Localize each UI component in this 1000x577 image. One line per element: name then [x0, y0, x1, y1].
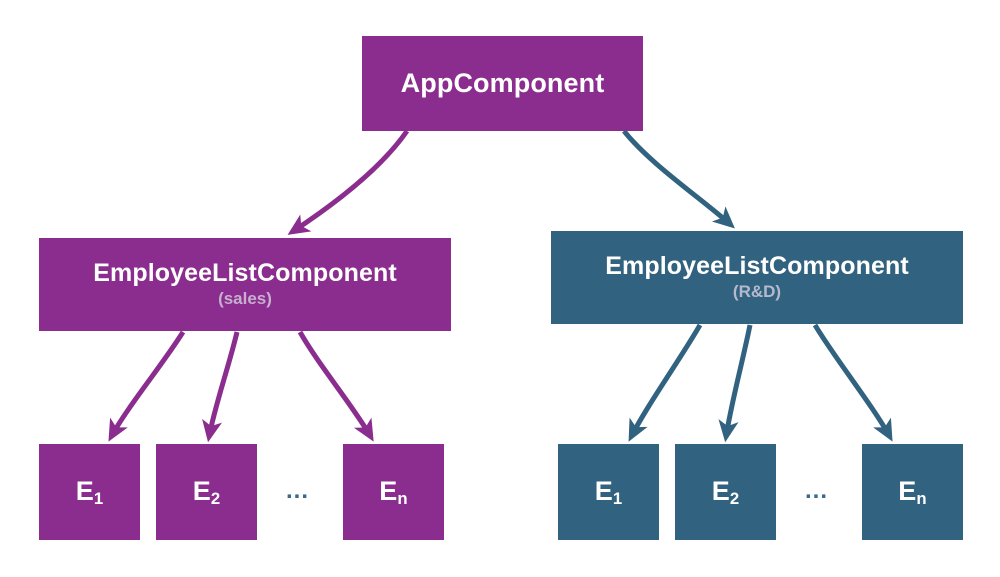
- edge-sales-list-to-en: [297, 330, 374, 442]
- employee-node-rnd-n[interactable]: En: [862, 444, 963, 540]
- employee-node-rnd-1-label: E1: [594, 476, 623, 508]
- employee-list-component-sales-node[interactable]: EmployeeListComponent(sales): [39, 238, 451, 331]
- employee-node-sales-1-subscript: 1: [93, 488, 104, 508]
- employee-list-component-rnd-node-label: EmployeeListComponent: [605, 252, 909, 281]
- edge-rnd-list-to-e1: [628, 323, 703, 442]
- edge-rnd-list-to-e2: [718, 324, 753, 443]
- employee-list-component-sales-node-sublabel: (sales): [218, 288, 272, 308]
- employee-node-sales-2[interactable]: E2: [156, 444, 257, 540]
- edge-app-to-sales-list: [287, 129, 410, 235]
- employee-node-sales-1[interactable]: E1: [39, 444, 140, 540]
- edge-sales-list-to-e1: [108, 330, 186, 442]
- employee-node-rnd-1[interactable]: E1: [558, 444, 659, 540]
- employee-node-sales-n-label: En: [379, 476, 408, 508]
- employee-node-rnd-1-subscript: 1: [612, 488, 623, 508]
- employee-node-sales-n-subscript: n: [397, 488, 408, 508]
- employee-node-rnd-2-label: E2: [711, 476, 740, 508]
- employee-node-sales-1-label: E1: [75, 476, 104, 508]
- edge-sales-list-to-e2: [202, 331, 240, 443]
- employee-node-sales-n[interactable]: En: [343, 444, 444, 540]
- employee-list-component-rnd-node[interactable]: EmployeeListComponent(R&D): [551, 231, 963, 324]
- app-component-node[interactable]: AppComponent: [362, 36, 643, 131]
- app-component-node-label: AppComponent: [400, 67, 605, 98]
- employee-node-sales-2-label: E2: [192, 476, 221, 508]
- edge-app-to-rnd-list: [622, 129, 735, 229]
- ellipsis-rnd: ...: [805, 477, 829, 504]
- employee-list-component-sales-node-label: EmployeeListComponent: [93, 259, 397, 288]
- employee-node-sales-2-subscript: 2: [210, 488, 221, 508]
- employee-node-rnd-n-subscript: n: [916, 488, 927, 508]
- ellipsis-sales: ...: [286, 477, 310, 504]
- employee-node-rnd-2-subscript: 2: [729, 488, 740, 508]
- employee-node-rnd-2[interactable]: E2: [675, 444, 776, 540]
- employee-list-component-rnd-node-sublabel: (R&D): [732, 281, 782, 301]
- edge-rnd-list-to-en: [812, 323, 893, 442]
- employee-node-rnd-n-label: En: [898, 476, 927, 508]
